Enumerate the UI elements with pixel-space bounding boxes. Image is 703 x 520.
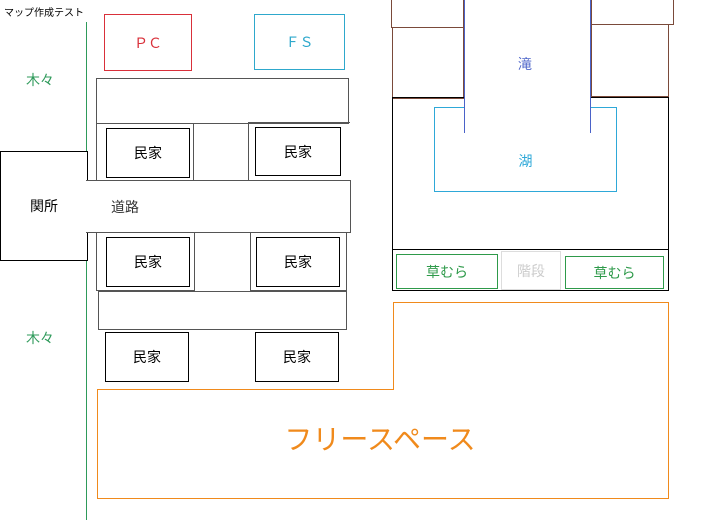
- road: [86, 180, 351, 233]
- house[interactable]: 民家: [256, 237, 340, 287]
- checkpoint[interactable]: 関所: [0, 151, 88, 261]
- free-space-label[interactable]: フリースペース: [284, 423, 476, 456]
- cliff: [591, 24, 669, 97]
- cliff: [392, 27, 464, 99]
- house[interactable]: 民家: [106, 128, 190, 178]
- house[interactable]: 民家: [255, 332, 339, 382]
- map-title: マップ作成テスト: [4, 8, 84, 19]
- waterfall-edge: [464, 0, 465, 133]
- house-lot: [96, 232, 195, 291]
- trees-label-top: 木々: [26, 73, 54, 89]
- fs-area[interactable]: ＦＳ: [254, 14, 345, 70]
- cliff: [591, 0, 674, 25]
- divider: [392, 249, 669, 250]
- house-lot: [250, 232, 347, 291]
- waterfall-label: 滝: [518, 57, 532, 73]
- road-label: 道路: [111, 200, 139, 216]
- tree-boundary-line: [86, 22, 87, 520]
- grass-left[interactable]: 草むら: [396, 254, 498, 289]
- house[interactable]: 民家: [255, 127, 341, 176]
- grass-right[interactable]: 草むら: [565, 256, 664, 289]
- cliff: [391, 0, 464, 28]
- house[interactable]: 民家: [106, 237, 190, 287]
- stairs[interactable]: 階段: [501, 251, 561, 290]
- trees-label-bottom: 木々: [26, 331, 54, 347]
- waterfall[interactable]: [465, 0, 590, 133]
- house[interactable]: 民家: [105, 332, 189, 382]
- road-strip-bottom: [98, 291, 347, 330]
- pc-area[interactable]: ＰＣ: [104, 14, 192, 71]
- road-strip-top: [96, 78, 349, 124]
- waterfall-edge: [590, 0, 591, 133]
